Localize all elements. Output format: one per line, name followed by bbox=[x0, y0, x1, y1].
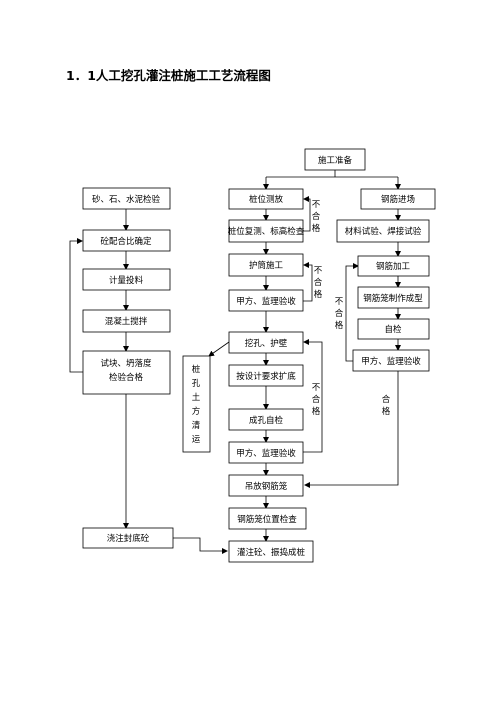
flag-char: 格 bbox=[382, 406, 391, 417]
node-label: 混凝土搅拌 bbox=[105, 316, 148, 327]
node-pile-recheck: 桩位复测、标高检查 bbox=[228, 219, 305, 243]
page-title: 1．1人工挖孔灌注桩施工工艺流程图 bbox=[66, 68, 271, 83]
node-label-line-1: 试块、坍落度 bbox=[100, 358, 152, 369]
node-lift-cage: 吊放钢筋笼 bbox=[228, 474, 304, 497]
node-label: 施工准备 bbox=[318, 155, 353, 166]
flag-char: 合 bbox=[335, 308, 344, 319]
node-material-test: 材料试验、焊接试验 bbox=[336, 219, 430, 243]
flag-char: 合 bbox=[312, 211, 321, 222]
node-label: 钢筋笼制作成型 bbox=[363, 293, 423, 304]
soil-char: 方 bbox=[192, 406, 201, 417]
node-label: 浇注封底砼 bbox=[107, 533, 150, 544]
node-label: 砂、石、水泥检验 bbox=[92, 194, 161, 205]
node-label: 甲方、监理验收 bbox=[236, 296, 296, 307]
fail-label-2: 不 合 格 bbox=[314, 266, 323, 300]
soil-char: 孔 bbox=[192, 379, 201, 389]
node-owner-accept-1: 甲方、监理验收 bbox=[228, 289, 304, 312]
node-label: 材料试验、焊接试验 bbox=[345, 226, 422, 237]
node-label: 计量投料 bbox=[109, 275, 144, 286]
soil-char: 桩 bbox=[192, 364, 201, 375]
node-label: 成孔自检 bbox=[249, 415, 284, 426]
node-owner-accept-cage: 甲方、监理验收 bbox=[352, 349, 430, 372]
node-rebar-arrive: 钢筋进场 bbox=[360, 188, 436, 210]
fail-label-3: 不 合 格 bbox=[335, 297, 344, 331]
node-hole-check: 成孔自检 bbox=[228, 408, 304, 431]
node-label: 桩位复测、标高检查 bbox=[228, 226, 305, 237]
pass-label: 合 格 bbox=[382, 394, 391, 417]
flag-char: 不 bbox=[312, 200, 321, 210]
node-label: 吊放钢筋笼 bbox=[245, 481, 288, 492]
flag-char: 合 bbox=[314, 277, 323, 288]
flag-char: 合 bbox=[382, 394, 391, 405]
node-label: 自检 bbox=[384, 324, 402, 335]
soil-char: 清 bbox=[192, 420, 201, 431]
node-pour-bottom: 浇注封底砼 bbox=[82, 527, 174, 549]
node-label: 护筒施工 bbox=[249, 260, 284, 271]
flag-char: 不 bbox=[312, 383, 321, 393]
node-cage-make: 钢筋笼制作成型 bbox=[357, 286, 430, 309]
flag-char: 格 bbox=[312, 406, 321, 417]
node-self-check-cage: 自检 bbox=[357, 318, 430, 340]
node-prep: 施工准备 bbox=[304, 148, 366, 171]
node-label: 钢筋加工 bbox=[376, 261, 411, 272]
node-label: 桩位测放 bbox=[249, 194, 284, 205]
fail-label-4: 不 合 格 bbox=[312, 383, 321, 417]
flag-char: 合 bbox=[312, 394, 321, 405]
flag-char: 不 bbox=[314, 266, 323, 276]
node-sand-test: 砂、石、水泥检验 bbox=[82, 187, 171, 210]
connectors bbox=[69, 170, 401, 554]
flag-char: 格 bbox=[312, 223, 321, 234]
node-pour-vibrate: 灌注砼、振捣成桩 bbox=[228, 540, 314, 563]
node-owner-accept-2: 甲方、监理验收 bbox=[228, 441, 304, 464]
node-dig: 挖孔、护壁 bbox=[228, 331, 304, 354]
node-label: 钢筋笼位置检查 bbox=[237, 514, 297, 525]
node-ream: 按设计要求扩底 bbox=[228, 364, 304, 387]
node-pile-survey: 桩位测放 bbox=[228, 188, 304, 210]
node-specimen: 试块、坍落度 检验合格 bbox=[82, 350, 171, 395]
node-soil-removal: 桩 孔 土 方 清 运 bbox=[182, 355, 211, 453]
node-rebar-process: 钢筋加工 bbox=[357, 255, 430, 277]
node-label: 灌注砼、振捣成桩 bbox=[237, 547, 306, 558]
flag-char: 格 bbox=[314, 289, 323, 300]
node-label-line-2: 检验合格 bbox=[109, 372, 144, 383]
flag-char: 格 bbox=[335, 320, 344, 331]
node-label: 砼配合比确定 bbox=[100, 236, 152, 247]
node-metering: 计量投料 bbox=[82, 268, 171, 291]
soil-char: 土 bbox=[192, 392, 201, 403]
node-label: 甲方、监理验收 bbox=[361, 356, 421, 367]
fail-label-1: 不 合 格 bbox=[312, 200, 321, 234]
node-label: 挖孔、护壁 bbox=[245, 338, 288, 349]
node-mix-ratio: 砼配合比确定 bbox=[82, 229, 171, 252]
flag-char: 不 bbox=[335, 297, 344, 307]
node-casing: 护筒施工 bbox=[228, 253, 304, 277]
soil-char: 运 bbox=[192, 435, 201, 445]
node-label: 按设计要求扩底 bbox=[236, 371, 296, 382]
node-mixing: 混凝土搅拌 bbox=[82, 309, 171, 333]
node-label: 甲方、监理验收 bbox=[236, 448, 296, 459]
node-cage-pos-check: 钢筋笼位置检查 bbox=[228, 507, 307, 530]
node-label: 钢筋进场 bbox=[381, 194, 415, 205]
